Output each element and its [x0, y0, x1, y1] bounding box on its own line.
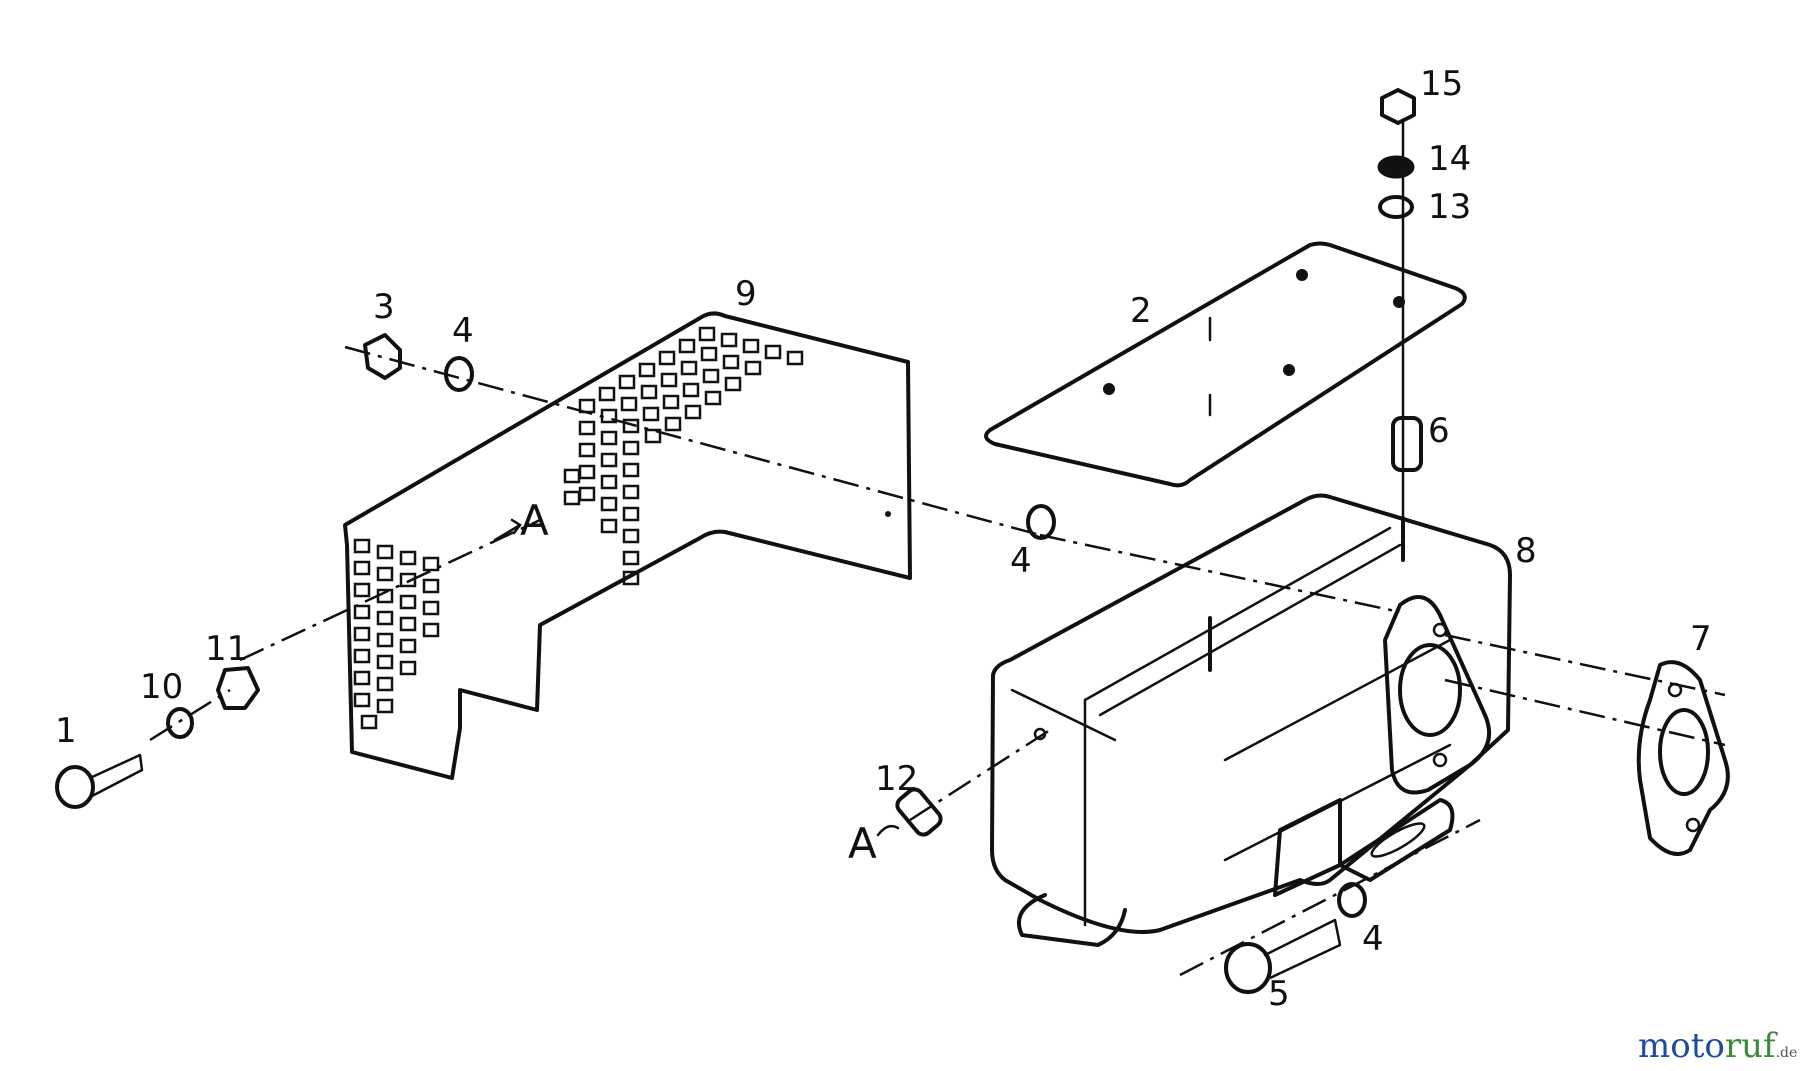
gasket-part-7: [1636, 660, 1730, 856]
cover-plate-part-2: [984, 241, 1467, 488]
lockwasher-part-14: [1377, 155, 1415, 179]
assembly-lines: [149, 118, 1726, 977]
nut-part-15: [1380, 88, 1416, 125]
nut-part-3: [363, 333, 402, 380]
washer-part-4b: [1026, 504, 1056, 540]
label-part-7: 7: [1690, 619, 1712, 659]
label-part-5: 5: [1268, 974, 1290, 1014]
label-part-3: 3: [373, 287, 395, 327]
label-part-4b: 4: [1010, 541, 1032, 581]
label-part-4c: 4: [1362, 919, 1384, 959]
part-labels: 1 2 3 4 4 4 5 6 7 8 9 10 11 12 13 14 15 …: [55, 64, 1712, 1014]
label-part-14: 14: [1428, 139, 1471, 179]
label-part-4a: 4: [452, 311, 474, 351]
spacer-part-6: [1391, 416, 1423, 472]
label-part-1: 1: [55, 711, 77, 751]
label-part-8: 8: [1515, 531, 1537, 571]
perforation-grid: [353, 326, 804, 730]
spacer-part-12: [895, 787, 943, 837]
washer-part-10: [166, 707, 194, 739]
label-part-10: 10: [140, 667, 183, 707]
bolt-part-5: [1224, 918, 1342, 994]
label-part-6: 6: [1428, 411, 1450, 451]
label-ref-a1: A: [520, 496, 549, 545]
motoruf-watermark: motoruf.de: [1638, 1026, 1797, 1066]
ref-arrow-a2: [876, 824, 900, 837]
muffler-part-8: [990, 493, 1512, 947]
nut-part-11: [216, 666, 260, 710]
hardware-parts: [55, 88, 1423, 994]
heat-shield-part-9: [343, 311, 912, 780]
label-part-13: 13: [1428, 187, 1471, 227]
label-part-12: 12: [875, 759, 918, 799]
screw-part-1: [55, 753, 144, 809]
washer-part-4c: [1337, 882, 1367, 918]
washer-part-13: [1378, 195, 1414, 219]
washer-part-4a: [444, 356, 474, 392]
label-part-9: 9: [735, 274, 757, 314]
watermark-text: motoruf.de: [1638, 1026, 1797, 1066]
label-part-15: 15: [1420, 64, 1463, 104]
ref-arrow-a1: [493, 518, 522, 542]
label-part-11: 11: [205, 629, 248, 669]
label-part-2: 2: [1130, 291, 1152, 331]
label-ref-a2: A: [848, 819, 877, 868]
